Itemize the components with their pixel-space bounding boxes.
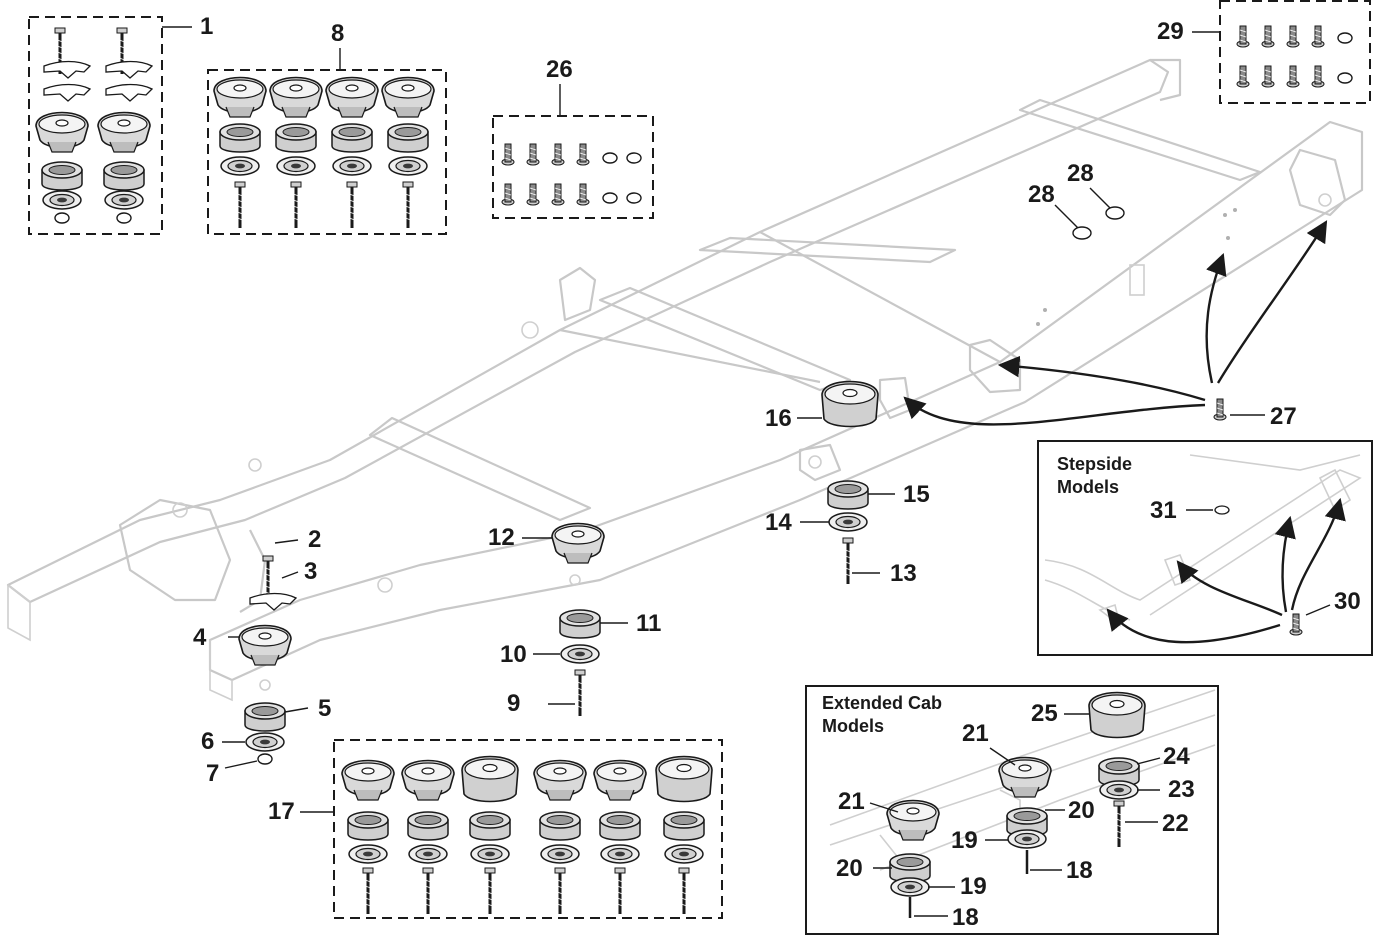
kit-8-box: [207, 48, 447, 235]
callout-21a: 21: [838, 788, 865, 815]
kit-1-box: [28, 16, 192, 235]
callout-6: 6: [201, 728, 215, 755]
extended-cab-inset: [805, 685, 1219, 935]
callout-2: 2: [308, 526, 322, 553]
callout-27: 27: [1270, 403, 1297, 430]
callout-24: 24: [1163, 743, 1190, 770]
callout-10: 10: [500, 641, 527, 668]
extended-cab-models-title: Extended Cab Models: [822, 693, 943, 736]
callout-4: 4: [193, 624, 207, 651]
truck-frame: [6, 58, 1364, 702]
bolt-27-and-arrows: [903, 220, 1328, 426]
kit-17-box: [300, 739, 723, 919]
callout-19b: 19: [960, 873, 987, 900]
callout-30: 30: [1334, 588, 1361, 615]
callout-18a: 18: [1066, 857, 1093, 884]
callout-20b: 20: [836, 855, 863, 882]
callout-12: 12: [488, 524, 515, 551]
callout-16: 16: [765, 405, 792, 432]
callout-20a: 20: [1068, 797, 1095, 824]
callout-21b: 21: [962, 720, 989, 747]
plug-28-parts: [1054, 187, 1125, 240]
callout-8: 8: [331, 20, 345, 47]
stepside-models-title: Stepside Models: [1057, 454, 1133, 497]
callout-11: 11: [636, 610, 662, 637]
callout-14: 14: [765, 509, 792, 536]
callout-7: 7: [206, 760, 220, 787]
callout-28b: 28: [1067, 160, 1094, 187]
callout-3: 3: [304, 558, 318, 585]
callout-5: 5: [318, 695, 332, 722]
callout-13: 13: [890, 560, 917, 587]
callout-31: 31: [1150, 497, 1177, 524]
callout-1: 1: [200, 13, 214, 40]
callout-29: 29: [1157, 18, 1184, 45]
kit-29-box: [1192, 0, 1371, 104]
kit-26-box: [492, 84, 654, 219]
front-mount-stack: [222, 539, 309, 769]
callout-17: 17: [268, 798, 295, 825]
callout-26: 26: [546, 56, 573, 83]
mid-mount-stack: [522, 522, 628, 718]
stepside-inset: [1037, 440, 1373, 656]
callout-28a: 28: [1028, 181, 1055, 208]
callout-18b: 18: [952, 904, 979, 931]
callout-23: 23: [1168, 776, 1195, 803]
callout-22: 22: [1162, 810, 1189, 837]
callout-15: 15: [903, 481, 930, 508]
callout-9: 9: [507, 690, 521, 717]
rear-mount-stack: [797, 380, 895, 586]
callout-25: 25: [1031, 700, 1058, 727]
callout-19a: 19: [951, 827, 978, 854]
